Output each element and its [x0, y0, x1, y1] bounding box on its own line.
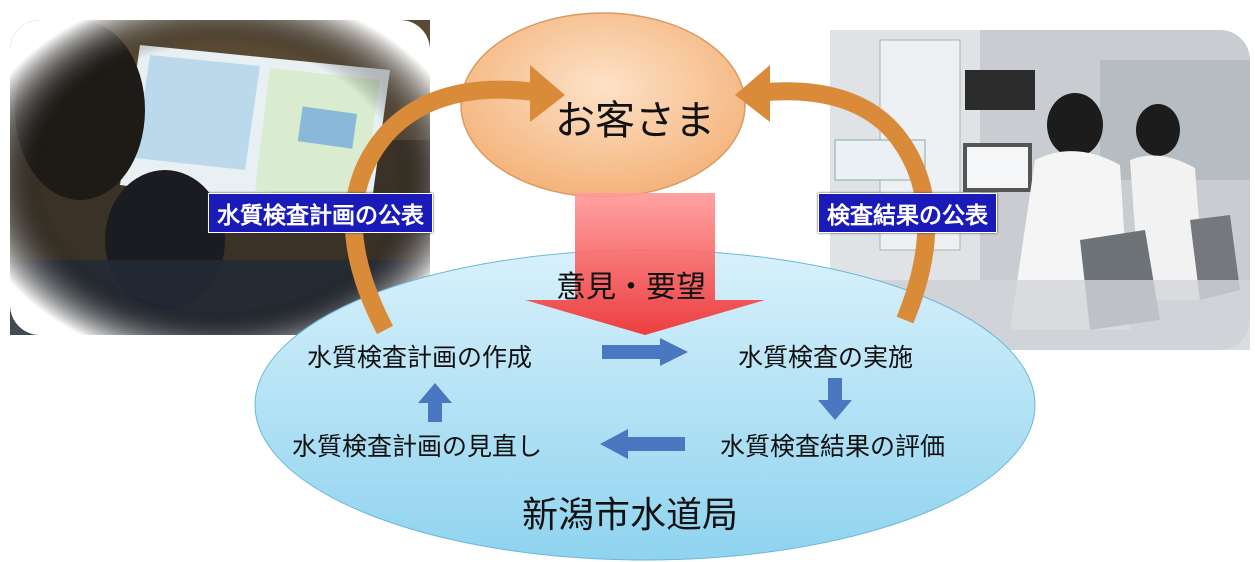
feedback-label: 意見・要望: [556, 270, 706, 305]
feedback-arrow: [525, 193, 765, 335]
bureau-label: 新潟市水道局: [522, 495, 739, 536]
publish-plan-badge: 水質検査計画の公表: [208, 193, 433, 233]
arrow-publish-plan: [344, 80, 537, 335]
scientist-head: [1047, 93, 1103, 157]
evaluate-label: 水質検査結果の評価: [720, 432, 946, 461]
arrow-right: [602, 338, 688, 366]
arrow-down: [818, 378, 852, 420]
publish-results-badge: 検査結果の公表: [818, 193, 997, 233]
conduct-label: 水質検査の実施: [738, 343, 914, 372]
review-label: 水質検査計画の見直し: [292, 432, 543, 461]
arrow-left: [600, 429, 685, 459]
arrow-publish-plan-head: [530, 65, 565, 122]
arrow-up: [418, 383, 452, 422]
arrow-publish-results-head: [735, 65, 770, 122]
create-plan-label: 水質検査計画の作成: [307, 343, 533, 372]
arrow-publish-results: [764, 82, 936, 324]
customer-label: お客さま: [555, 98, 715, 144]
